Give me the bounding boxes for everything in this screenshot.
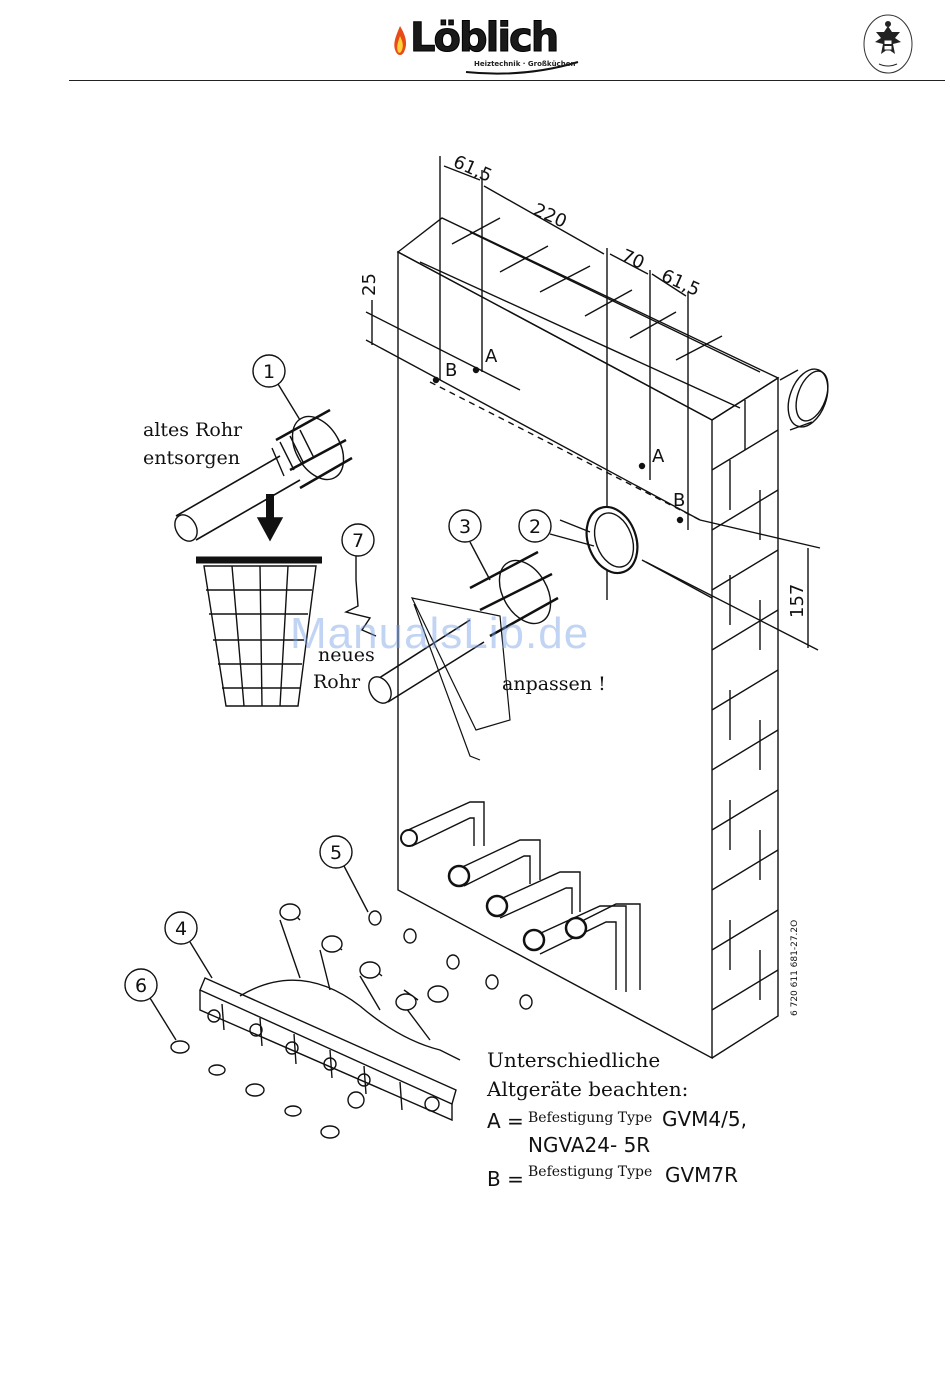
- note-old-pipe-1: altes Rohr: [143, 419, 243, 441]
- legend-line-2: Altgeräte beachten:: [486, 1077, 688, 1101]
- dim-61-5-right: 61,5: [658, 265, 703, 300]
- legend-line-1: Unterschiedliche: [487, 1048, 660, 1072]
- dim-70: 70: [618, 245, 647, 274]
- hole-label-b-right: B: [673, 490, 685, 511]
- part-number-6: 6: [135, 975, 147, 997]
- legend-a-type-2: NGVA24- 5R: [528, 1133, 650, 1157]
- dim-25: 25: [359, 273, 380, 296]
- part-number-7: 7: [352, 530, 364, 552]
- watermark: ManualsLib.de: [290, 612, 589, 656]
- hole-label-b-top: B: [445, 360, 457, 381]
- legend-b-small: Befestigung Type: [528, 1164, 652, 1180]
- part-number-2: 2: [529, 516, 541, 538]
- dim-220: 220: [530, 199, 570, 232]
- hole-label-a-top: A: [485, 346, 498, 367]
- legend-a-type: GVM4/5,: [662, 1107, 747, 1131]
- note-adjust: anpassen !: [502, 673, 606, 695]
- legend-a-prefix: A =: [487, 1109, 524, 1133]
- legend-b-prefix: B =: [487, 1167, 524, 1191]
- part-number-1: 1: [263, 361, 275, 383]
- dim-157: 157: [787, 584, 808, 618]
- part-number-5: 5: [330, 842, 342, 864]
- dim-61-5-left: 61,5: [450, 151, 495, 186]
- note-old-pipe-2: entsorgen: [143, 447, 240, 469]
- hole-label-a-right: A: [652, 446, 665, 467]
- part-number-3: 3: [459, 516, 471, 538]
- note-new-pipe-2: Rohr: [313, 671, 361, 693]
- legend-a-small: Befestigung Type: [528, 1110, 652, 1126]
- legend-b-type: GVM7R: [665, 1163, 738, 1187]
- drawing-code: 6 720 611 681-27.2O: [790, 920, 800, 1016]
- part-number-4: 4: [175, 918, 187, 940]
